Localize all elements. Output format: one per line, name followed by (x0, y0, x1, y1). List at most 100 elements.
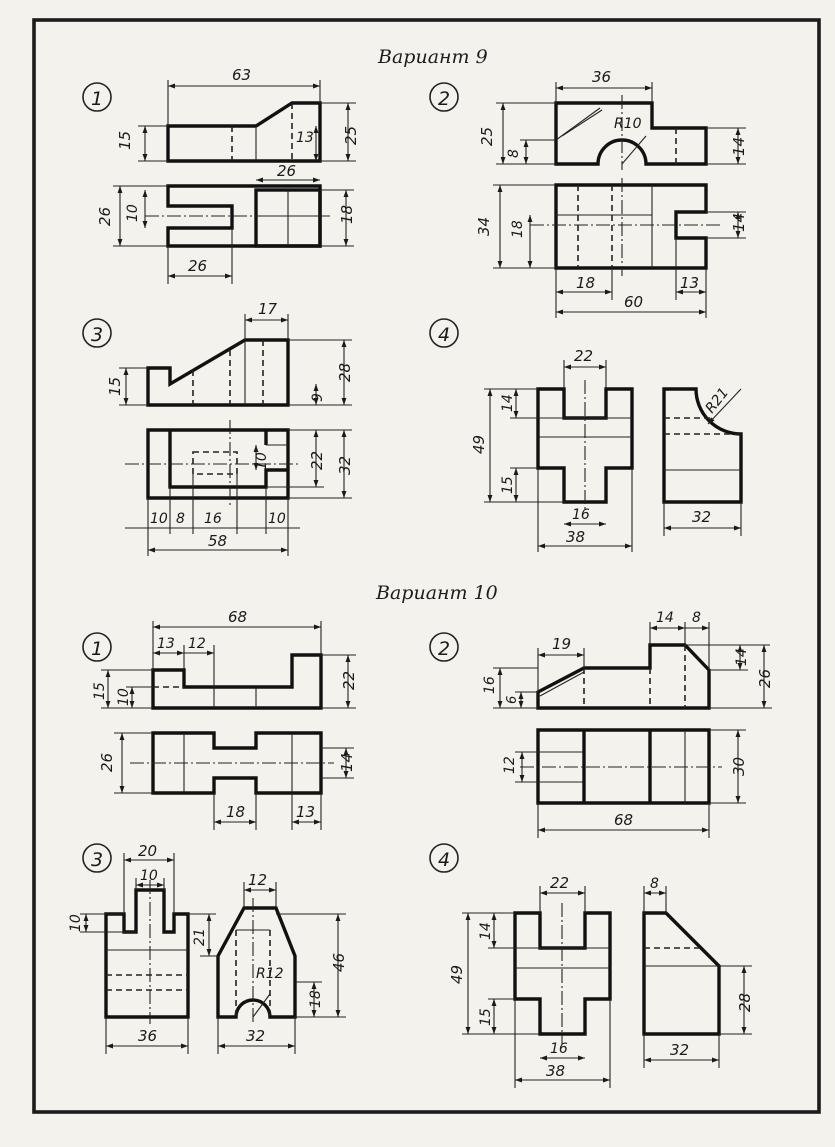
svg-text:10: 10 (68, 914, 84, 932)
svg-text:12: 12 (188, 636, 206, 652)
svg-text:13: 13 (157, 636, 175, 652)
svg-text:2: 2 (438, 88, 450, 110)
v9-part-3: 3 17 15 28 9 22 32 10 1 (82, 300, 354, 556)
svg-text:60: 60 (624, 293, 643, 311)
svg-text:6: 6 (505, 696, 520, 704)
svg-text:14: 14 (734, 648, 750, 666)
svg-text:14: 14 (730, 137, 748, 156)
svg-text:36: 36 (138, 1027, 157, 1045)
svg-text:19: 19 (552, 635, 571, 653)
v9-part-2: 2 36 R10 25 8 14 34 18 14 (429, 68, 748, 318)
svg-text:34: 34 (475, 217, 493, 236)
svg-text:22: 22 (340, 671, 358, 690)
v10-part-1-number: 1 (82, 632, 112, 662)
svg-text:15: 15 (116, 131, 134, 150)
v9-part-3-number: 3 (82, 318, 112, 348)
svg-text:12: 12 (248, 871, 267, 889)
v9-part-1: 1 63 15 25 13 26 26 10 18 26 (82, 66, 360, 284)
svg-text:18: 18 (338, 205, 356, 224)
svg-text:26: 26 (98, 753, 116, 772)
variant-10-title: Вариант 10 (376, 582, 498, 604)
v10-part-1: 1 68 13 12 15 10 22 26 14 18 (82, 608, 358, 830)
svg-text:28: 28 (736, 993, 754, 1012)
svg-text:15: 15 (478, 1008, 494, 1026)
svg-text:10: 10 (116, 688, 132, 706)
svg-text:36: 36 (592, 68, 611, 86)
svg-text:49: 49 (470, 435, 488, 454)
svg-text:32: 32 (246, 1027, 265, 1045)
svg-text:38: 38 (566, 528, 585, 546)
svg-text:22: 22 (308, 451, 326, 470)
page-frame (32, 18, 821, 1114)
svg-text:14: 14 (730, 213, 748, 232)
svg-text:10: 10 (268, 511, 286, 527)
svg-text:8: 8 (650, 876, 659, 892)
svg-text:18: 18 (576, 274, 595, 292)
svg-text:4: 4 (438, 324, 450, 346)
svg-text:22: 22 (574, 347, 593, 365)
svg-text:13: 13 (296, 803, 315, 821)
svg-text:8: 8 (692, 610, 701, 626)
svg-text:16: 16 (204, 511, 222, 527)
svg-text:R21: R21 (703, 385, 733, 417)
svg-text:22: 22 (550, 874, 569, 892)
svg-text:26: 26 (96, 207, 114, 226)
svg-text:3: 3 (91, 849, 103, 871)
svg-text:18: 18 (226, 803, 245, 821)
svg-text:63: 63 (232, 66, 251, 84)
svg-text:10: 10 (254, 452, 270, 470)
svg-text:10: 10 (140, 868, 158, 884)
svg-text:15: 15 (500, 476, 516, 494)
svg-text:1: 1 (91, 88, 103, 110)
svg-text:30: 30 (730, 757, 748, 776)
svg-text:8: 8 (506, 149, 522, 158)
v10-part-3: 3 20 10 12 10 21 R12 46 18 (68, 842, 348, 1054)
svg-text:14: 14 (500, 394, 516, 412)
svg-text:68: 68 (614, 811, 633, 829)
svg-text:12: 12 (502, 756, 518, 774)
svg-text:26: 26 (188, 257, 207, 275)
svg-text:9: 9 (310, 393, 326, 402)
svg-text:16: 16 (482, 676, 498, 694)
v10-part-4: 4 22 8 14 49 15 28 16 38 32 (429, 843, 754, 1088)
svg-text:13: 13 (680, 274, 699, 292)
svg-text:15: 15 (106, 377, 124, 396)
variant-9-title: Вариант 9 (378, 46, 488, 68)
v10-part-2-number: 2 (429, 632, 459, 662)
svg-text:10: 10 (150, 511, 168, 527)
svg-text:28: 28 (336, 363, 354, 382)
svg-text:10: 10 (125, 204, 141, 222)
svg-text:25: 25 (342, 126, 360, 145)
v9-part-2-number: 2 (429, 82, 459, 112)
svg-text:32: 32 (336, 456, 354, 475)
v10-part-2: 2 19 14 8 16 6 14 26 12 (429, 610, 774, 838)
svg-text:14: 14 (338, 753, 356, 772)
svg-text:46: 46 (330, 953, 348, 972)
svg-text:4: 4 (438, 849, 450, 871)
svg-text:14: 14 (656, 610, 674, 626)
svg-text:49: 49 (448, 965, 466, 984)
svg-text:3: 3 (91, 324, 103, 346)
v10-part-3-number: 3 (82, 843, 112, 873)
svg-text:14: 14 (478, 922, 494, 940)
svg-text:26: 26 (756, 669, 774, 688)
svg-text:R10: R10 (614, 116, 642, 132)
svg-text:26: 26 (277, 162, 296, 180)
svg-text:38: 38 (546, 1062, 565, 1080)
svg-text:1: 1 (91, 638, 103, 660)
svg-text:32: 32 (692, 508, 711, 526)
svg-text:58: 58 (208, 532, 227, 550)
svg-text:2: 2 (438, 638, 450, 660)
svg-text:18: 18 (308, 990, 324, 1008)
svg-text:R12: R12 (256, 966, 284, 982)
svg-text:20: 20 (138, 842, 157, 860)
svg-text:21: 21 (192, 928, 208, 946)
svg-text:8: 8 (176, 511, 185, 527)
svg-text:17: 17 (258, 300, 278, 318)
svg-text:15: 15 (92, 682, 108, 700)
svg-text:16: 16 (550, 1041, 568, 1057)
svg-text:18: 18 (510, 220, 526, 238)
svg-text:16: 16 (572, 507, 590, 523)
